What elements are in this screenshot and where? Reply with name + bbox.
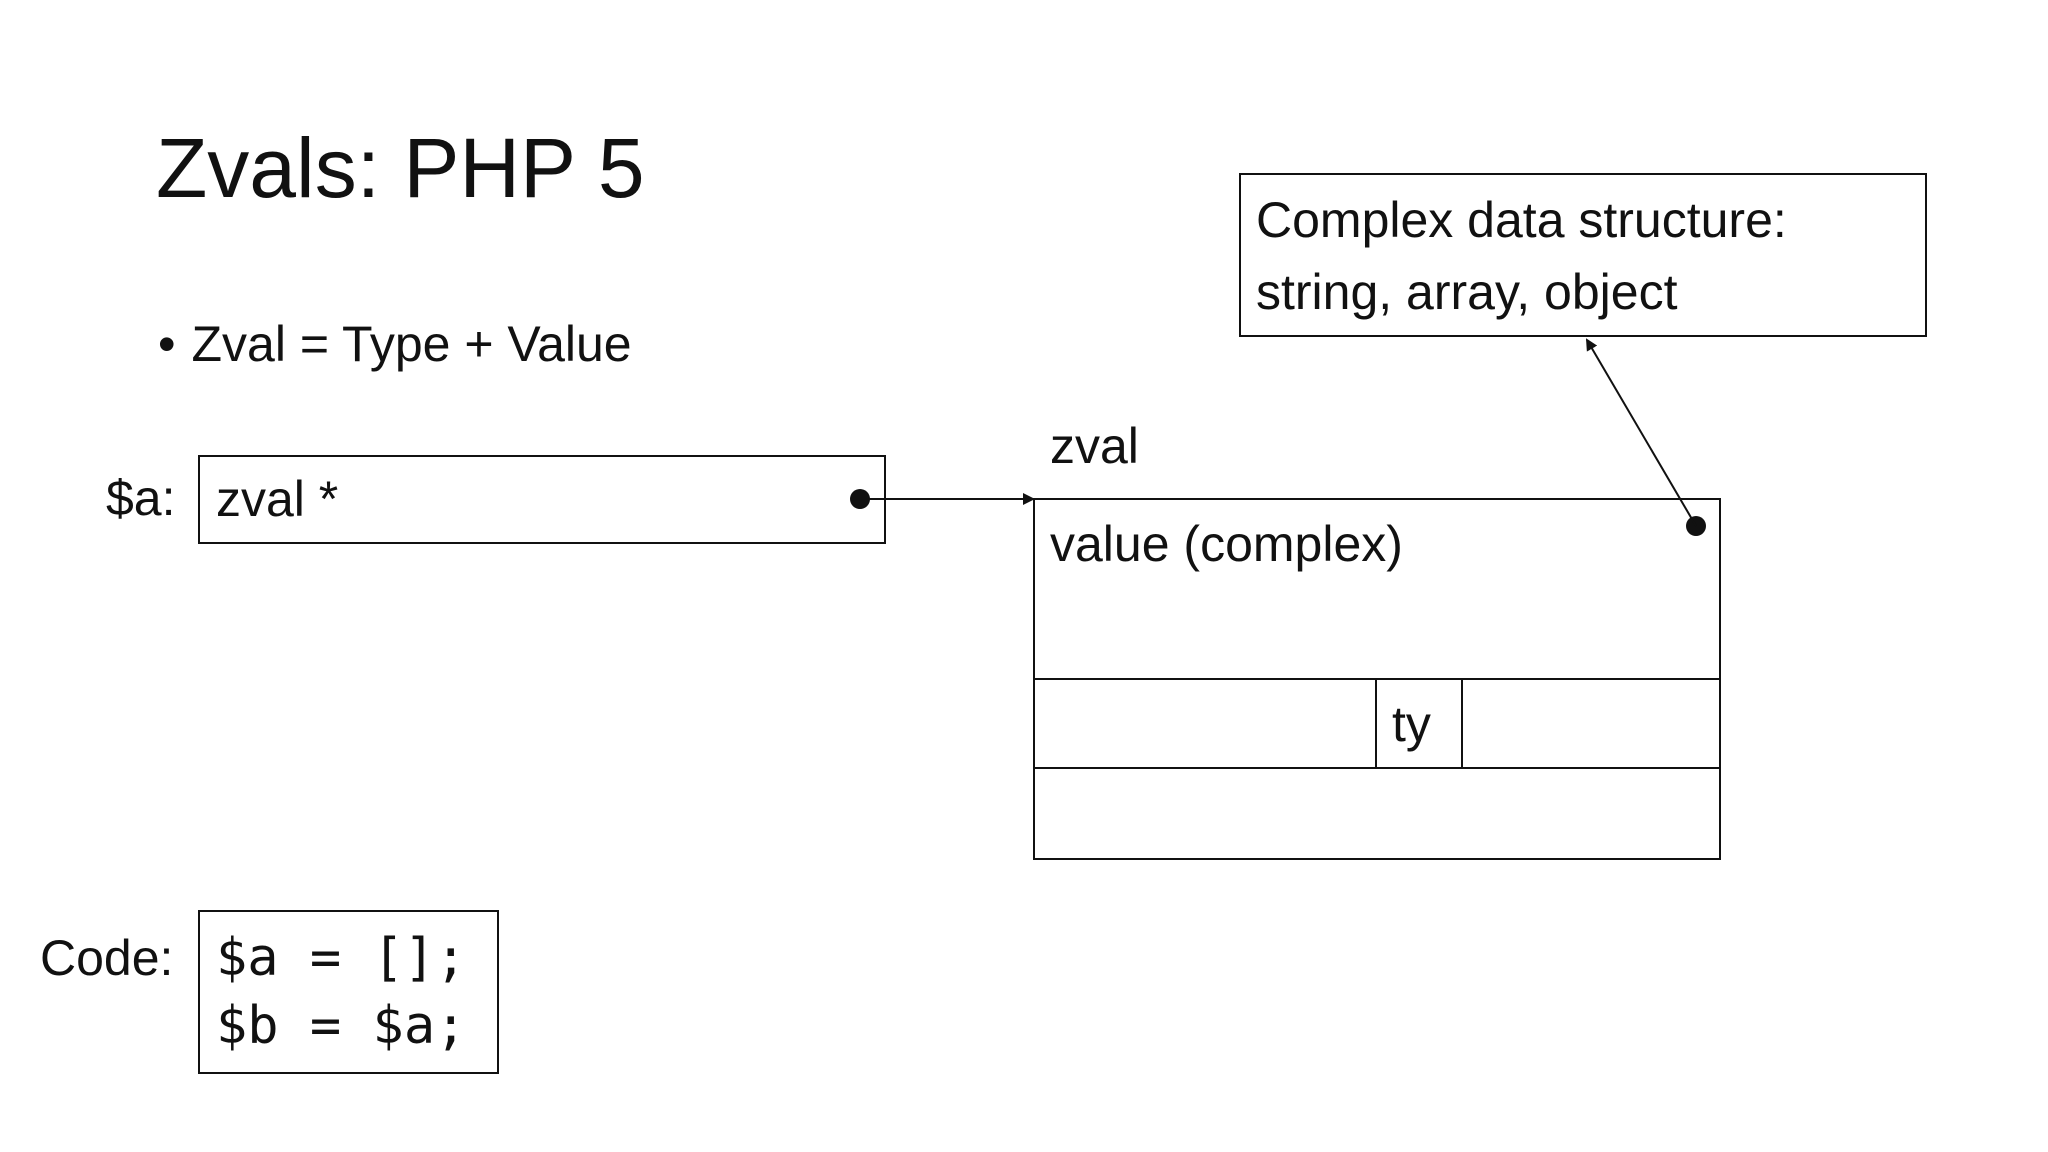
- zval-value-field: value (complex): [1050, 516, 1403, 572]
- code-line-1: $a = [];: [216, 928, 467, 988]
- pointer-arrow: [850, 489, 1035, 509]
- bullet-item: • Zval = Type + Value: [158, 312, 632, 376]
- pointer-box-text: zval *: [216, 471, 339, 527]
- code-box: $a = []; $b = $a;: [198, 910, 499, 1074]
- pointer-box: zval *: [198, 455, 886, 544]
- complex-structure-box: [1239, 173, 1927, 337]
- complex-structure-line-2: string, array, object: [1256, 264, 1678, 320]
- value-arrow-line: [1585, 338, 1697, 527]
- complex-structure-text: Complex data structure: string, array, o…: [1256, 184, 1787, 328]
- value-arrow: [1585, 338, 1706, 536]
- code-label: Code:: [40, 930, 174, 986]
- code-line-2: $b = $a;: [216, 996, 467, 1056]
- zval-type-field: ty: [1392, 696, 1431, 752]
- slide-title: Zvals: PHP 5: [156, 121, 645, 215]
- complex-structure-line-1: Complex data structure:: [1256, 192, 1787, 248]
- zval-label: zval: [1050, 418, 1139, 474]
- bullet-text: Zval = Type + Value: [191, 316, 632, 372]
- bullet-dot: •: [158, 316, 176, 372]
- zval-row-dividers: [1034, 678, 1720, 769]
- variable-label: $a:: [106, 470, 176, 526]
